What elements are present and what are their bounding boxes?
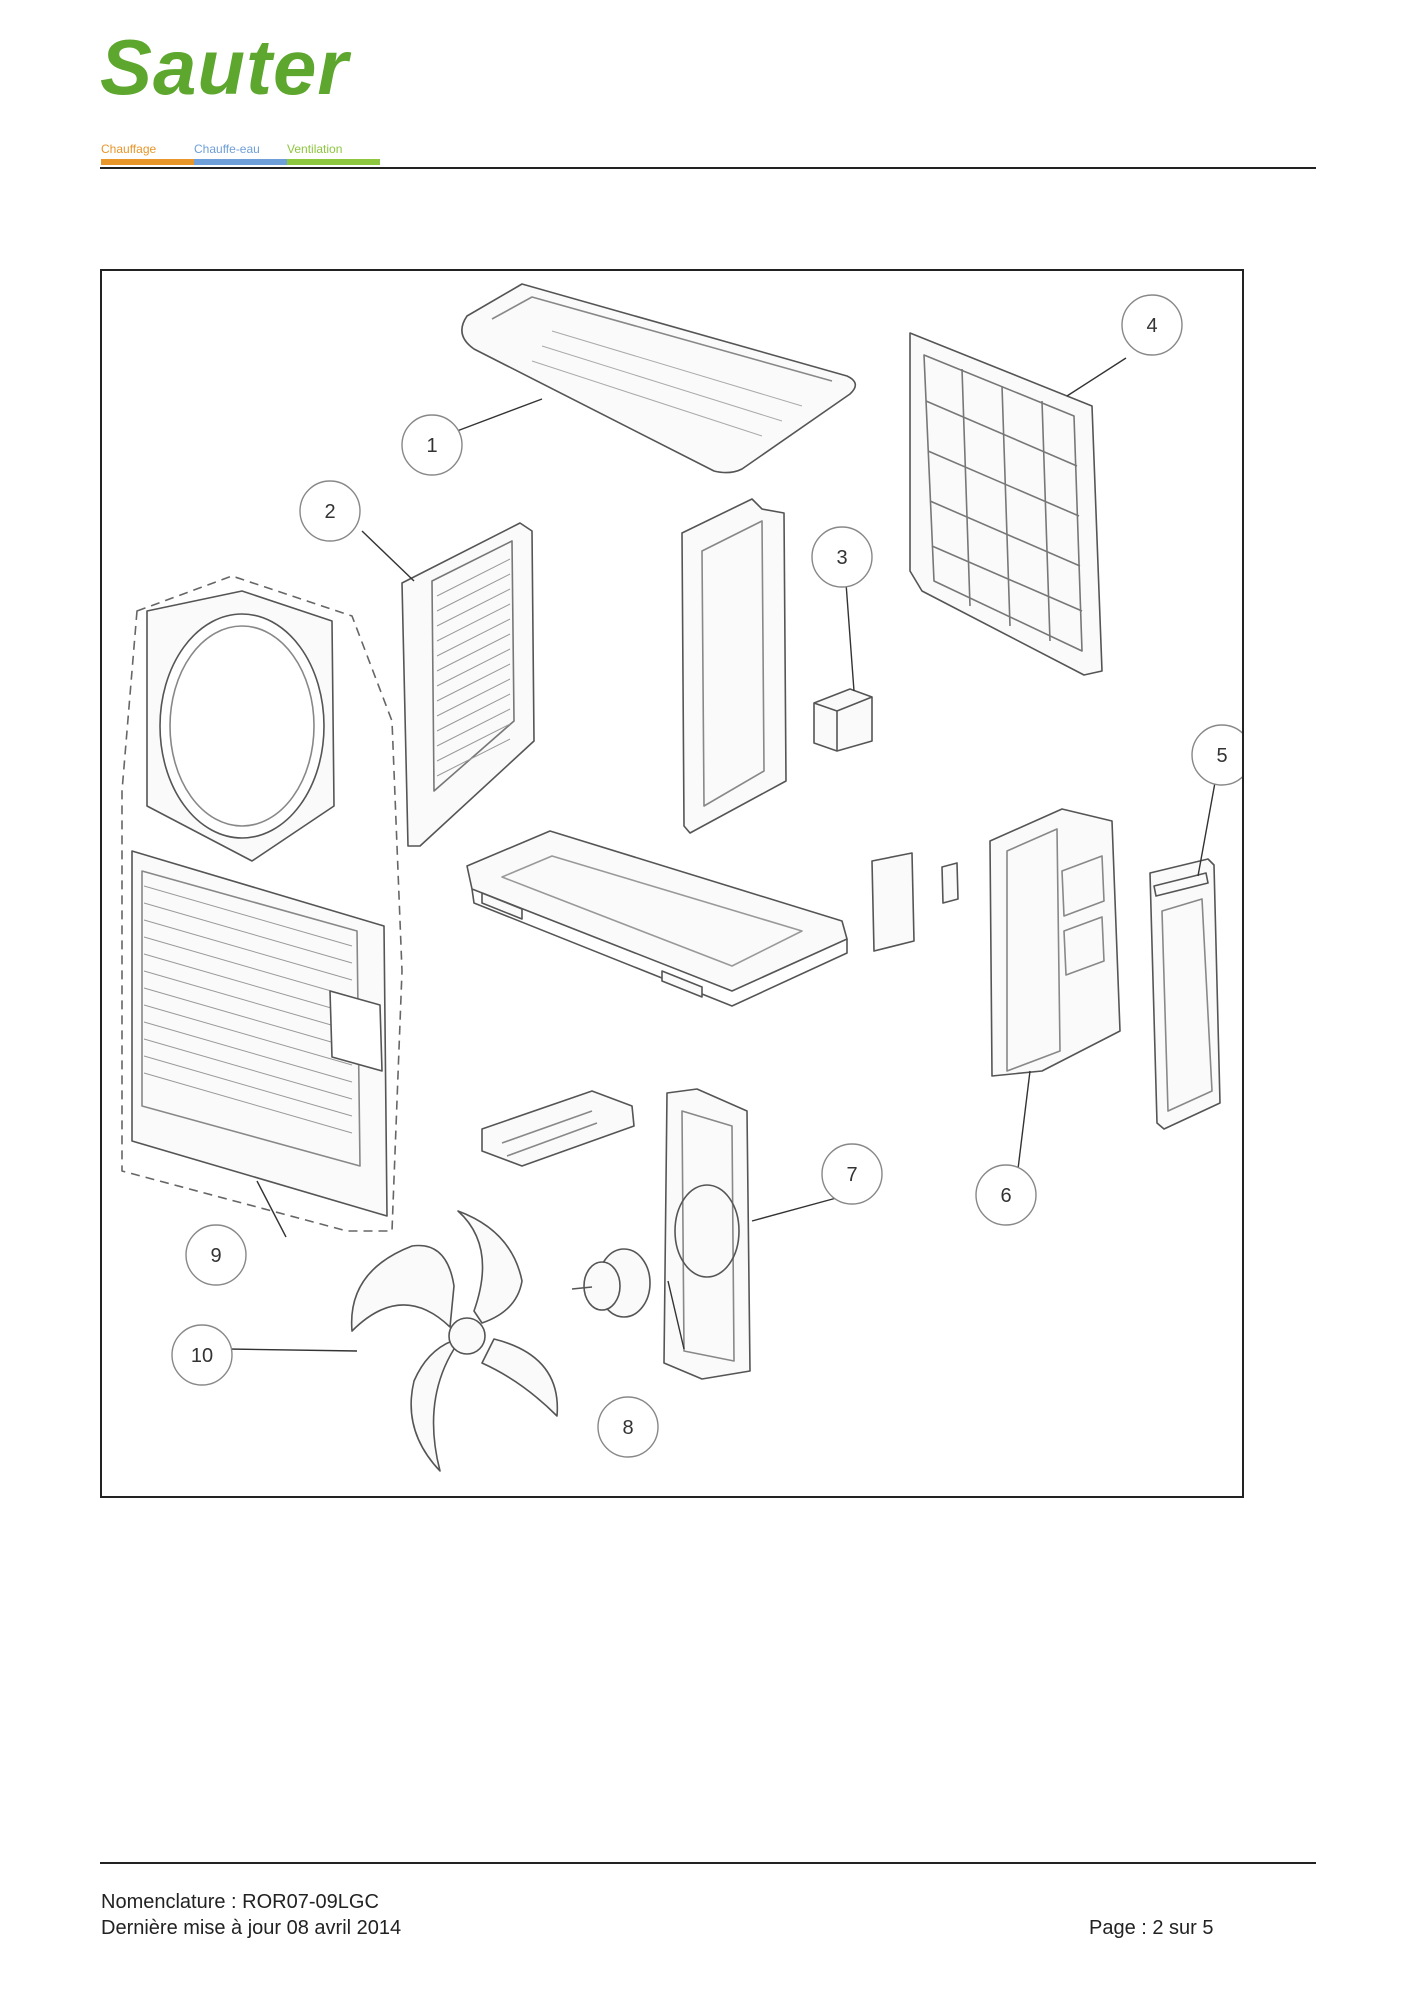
callouts: 1 2 3 4 5 6 7 8 9 10 [171,294,1242,1458]
svg-text:7: 7 [846,1164,857,1186]
tag-underline [287,159,380,165]
callout-4: 4 [1121,294,1183,356]
svg-text:8: 8 [622,1417,633,1439]
diagram-drawing: 1 2 3 4 5 6 7 8 9 10 [121,283,1242,1472]
part-base-pan [466,830,848,1007]
part-electrical-panel [989,808,1121,1077]
footer-rule [100,1862,1316,1864]
part-compressor-base [481,1090,635,1167]
callout-6: 6 [975,1164,1037,1226]
callout-1: 1 [401,414,463,476]
svg-text:5: 5 [1216,745,1227,767]
callout-3: 3 [811,526,873,588]
callout-5: 5 [1191,724,1242,786]
part-side-grille [401,522,535,847]
tag-underline [101,159,194,165]
tag-underline [194,159,287,165]
part-fan-motor [571,1248,651,1318]
callout-7: 7 [821,1143,883,1205]
sauter-logo: Sauter [100,23,349,111]
part-motor-support [663,1088,751,1380]
svg-text:1: 1 [426,435,437,457]
tag-ventilation: Ventilation [287,142,380,165]
part-partition-panel [681,498,787,834]
svg-text:10: 10 [191,1345,213,1367]
tag-label: Chauffage [101,142,157,156]
callout-8: 8 [597,1396,659,1458]
tag-chauffe-eau: Chauffe-eau [194,142,287,165]
svg-text:4: 4 [1146,315,1157,337]
callout-9: 9 [185,1224,247,1286]
part-side-panel-right [1149,858,1221,1130]
tag-chauffage: Chauffage [101,142,194,165]
svg-text:2: 2 [324,501,335,523]
part-front-panel-assembly [121,575,403,1232]
tag-label: Ventilation [287,142,343,156]
part-terminal-bracket [871,852,959,952]
part-rear-grille [909,332,1103,676]
exploded-parts-diagram: 1 2 3 4 5 6 7 8 9 10 [100,269,1244,1498]
footer-nomenclature: Nomenclature : ROR07-09LGC [101,1891,379,1913]
part-top-cover [461,283,857,474]
part-reactor [813,688,873,752]
tag-label: Chauffe-eau [194,142,260,156]
header-rule [100,167,1316,169]
part-fan-blade [350,1210,559,1472]
footer-page-number: Page : 2 sur 5 [1089,1917,1214,1939]
svg-text:3: 3 [836,547,847,569]
footer-last-updated: Dernière mise à jour 08 avril 2014 [101,1917,402,1939]
brand-tagline: Chauffage Chauffe-eau Ventilation [101,142,380,165]
callout-2: 2 [299,480,361,542]
svg-text:9: 9 [210,1245,221,1267]
callout-10: 10 [171,1324,233,1386]
svg-text:6: 6 [1000,1185,1011,1207]
